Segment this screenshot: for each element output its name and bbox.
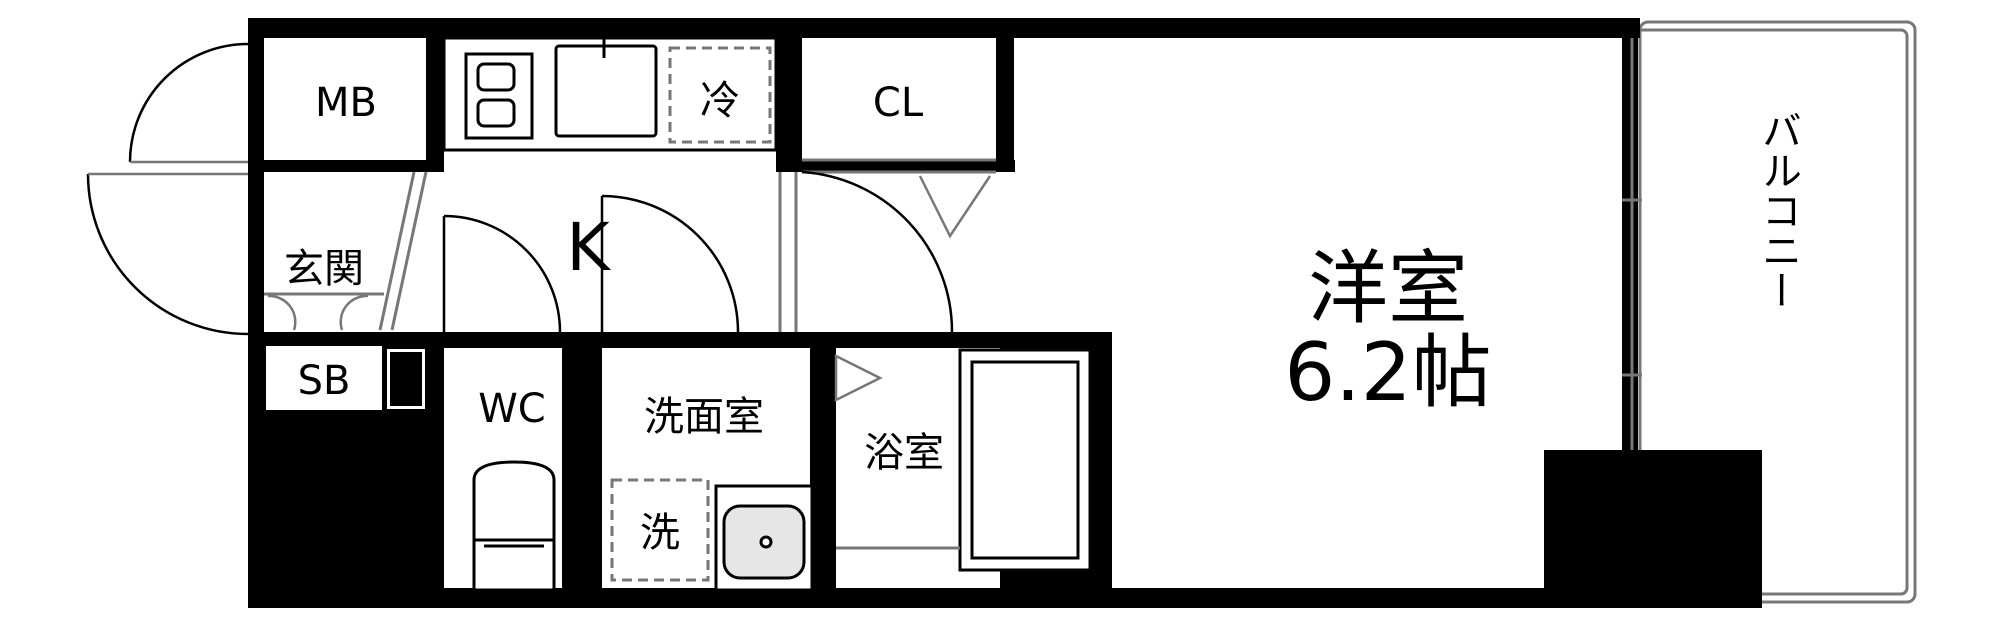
shoe-box-cabinet xyxy=(262,342,386,414)
kitchen-counter xyxy=(442,36,778,152)
label-toilet: WC xyxy=(478,386,545,432)
fridge-space xyxy=(668,46,772,144)
bathtub-fixture xyxy=(836,348,1092,572)
label-western-room: 洋室 xyxy=(1308,242,1468,335)
label-fridge: 冷 xyxy=(700,78,740,124)
washbasin-fixture xyxy=(714,484,814,592)
washer-space xyxy=(610,478,710,582)
label-kitchen: K xyxy=(566,209,611,286)
label-washroom: 洗面室 xyxy=(644,394,764,440)
small-column-fill xyxy=(390,352,422,406)
label-balcony: バルコニー xyxy=(1755,110,1801,310)
label-mb: MB xyxy=(315,80,377,126)
toilet-fixture xyxy=(472,460,556,592)
label-washer: 洗 xyxy=(640,510,680,556)
doors xyxy=(86,42,992,403)
label-entrance: 玄関 xyxy=(284,246,364,292)
room-labels: MB 冷 CL K 玄関 SB WC 洗面室 洗 浴室 洋室 6.2帖 バルコニ… xyxy=(284,78,1801,556)
label-bathroom: 浴室 xyxy=(864,430,944,476)
thin-partitions xyxy=(264,38,1642,450)
label-closet: CL xyxy=(873,80,924,126)
label-western-room-size: 6.2帖 xyxy=(1284,326,1491,419)
label-shoe-box: SB xyxy=(298,358,351,404)
